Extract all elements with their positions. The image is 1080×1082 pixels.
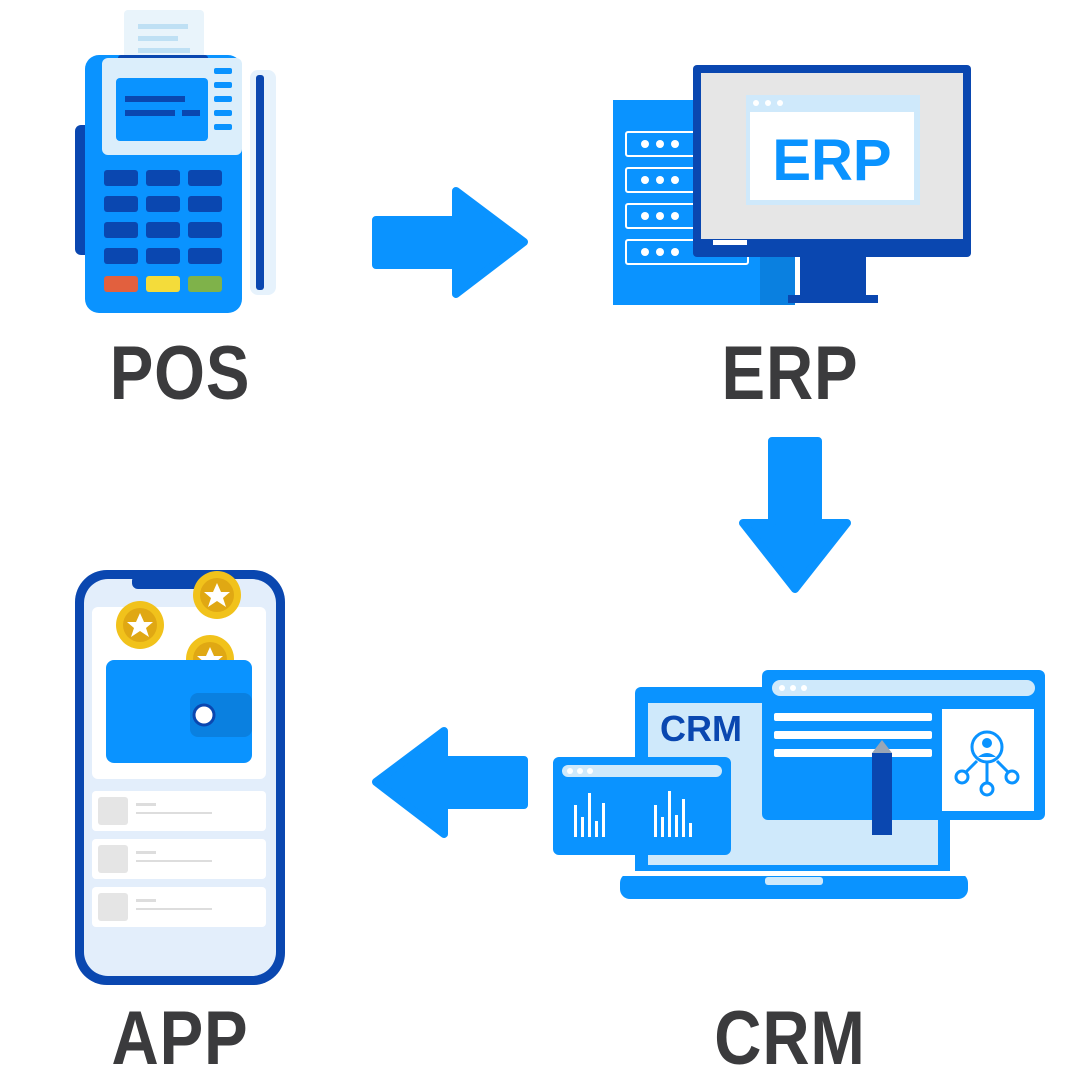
crm-screen-text: CRM xyxy=(660,708,742,749)
erp-screen-text: ERP xyxy=(772,128,891,193)
crm-label: CRM xyxy=(714,996,866,1081)
erp-node: ERP xyxy=(610,60,980,310)
pos-label: POS xyxy=(109,331,251,416)
coin-icon xyxy=(116,601,164,649)
erp-label: ERP xyxy=(721,331,859,416)
arrow-down-icon xyxy=(739,437,851,593)
coin-icon xyxy=(193,571,241,619)
arrow-left-icon xyxy=(372,727,528,838)
app-label: APP xyxy=(111,996,249,1081)
server-monitor-icon: ERP xyxy=(613,65,971,305)
laptop-dashboard-icon: CRM xyxy=(553,670,1045,899)
pos-node xyxy=(70,0,290,330)
crm-node: CRM xyxy=(550,665,1050,905)
arrow-crm-to-app xyxy=(370,725,530,840)
arrow-right-icon xyxy=(372,187,528,298)
smartphone-wallet-icon xyxy=(75,570,285,985)
app-node xyxy=(70,565,290,990)
arrow-pos-to-erp xyxy=(370,185,530,300)
arrow-erp-to-crm xyxy=(735,435,855,595)
pos-terminal-icon xyxy=(75,10,276,313)
